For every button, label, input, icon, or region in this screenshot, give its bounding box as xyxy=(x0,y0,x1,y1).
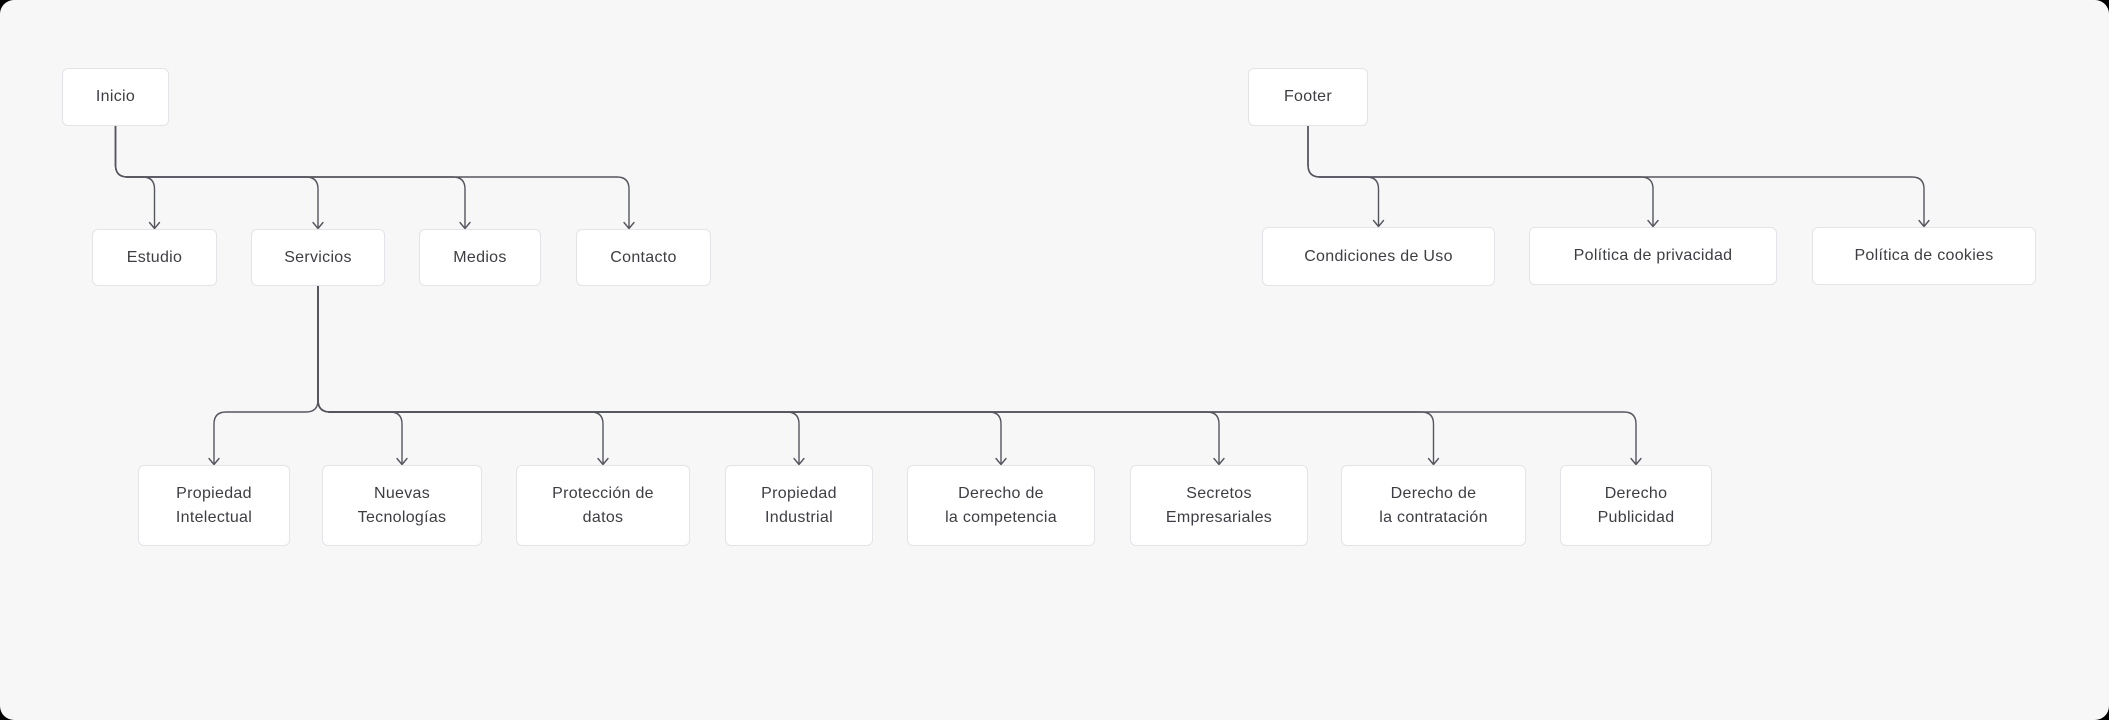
node-label: Derecho de xyxy=(958,484,1044,502)
node-label: Servicios xyxy=(284,248,352,266)
edge-footer-condiciones-uso xyxy=(1307,125,1380,227)
edge-arrowhead-politica-privacidad xyxy=(1647,219,1659,228)
edge-inicio-estudio xyxy=(114,125,156,229)
edge-arrowhead-proteccion-datos xyxy=(597,457,609,466)
edge-footer-politica-privacidad xyxy=(1307,125,1654,227)
edge-servicios-derecho-competencia xyxy=(317,285,1002,465)
node-label: Industrial xyxy=(765,508,833,526)
node-medios[interactable]: Medios xyxy=(419,229,541,286)
edge-servicios-proteccion-datos xyxy=(317,285,604,465)
node-footer[interactable]: Footer xyxy=(1248,68,1368,126)
edge-arrowhead-medios xyxy=(459,221,471,230)
node-label: datos xyxy=(582,508,624,526)
node-label: Derecho de xyxy=(1390,484,1477,502)
edge-footer-politica-cookies xyxy=(1307,125,1925,227)
edge-arrowhead-estudio xyxy=(148,221,161,230)
node-label: Política de cookies xyxy=(1854,247,1994,264)
node-label: Secretos xyxy=(1186,484,1252,502)
node-estudio[interactable]: Estudio xyxy=(92,229,217,286)
edge-inicio-contacto xyxy=(114,125,630,229)
node-label: Footer xyxy=(1283,88,1333,105)
edge-inicio-servicios xyxy=(114,125,319,229)
node-servicios[interactable]: Servicios xyxy=(251,229,385,286)
edge-arrowhead-derecho-publicidad xyxy=(1630,457,1642,466)
node-label: Medios xyxy=(453,248,507,266)
node-label: Intelectual xyxy=(175,508,253,526)
node-politica-privacidad[interactable]: Política de privacidad xyxy=(1529,227,1777,285)
edge-servicios-secretos-empresariales xyxy=(317,285,1220,465)
node-label: Derecho xyxy=(1604,484,1668,502)
edge-arrowhead-nuevas-tecnologias xyxy=(396,457,408,466)
edge-servicios-derecho-contratacion xyxy=(317,285,1435,465)
node-label: Tecnologías xyxy=(357,508,447,526)
node-label: Inicio xyxy=(95,88,136,105)
node-label: Contacto xyxy=(610,248,677,266)
node-condiciones-uso[interactable]: Condiciones de Uso xyxy=(1262,227,1495,286)
edge-arrowhead-politica-cookies xyxy=(1918,219,1930,228)
edge-servicios-derecho-publicidad xyxy=(317,285,1637,465)
edge-arrowhead-derecho-contratacion xyxy=(1427,457,1440,466)
edge-servicios-nuevas-tecnologias xyxy=(317,285,403,465)
node-politica-cookies[interactable]: Política de cookies xyxy=(1812,227,2036,285)
edge-arrowhead-propiedad-industrial xyxy=(793,457,805,466)
edge-arrowhead-derecho-competencia xyxy=(995,457,1007,466)
edge-arrowhead-condiciones-uso xyxy=(1372,219,1385,228)
node-label: Empresariales xyxy=(1165,508,1273,526)
node-label: Propiedad xyxy=(176,484,252,502)
node-proteccion-datos[interactable]: Protección de datos xyxy=(516,465,690,546)
node-label: Estudio xyxy=(126,248,183,266)
edge-servicios-propiedad-industrial xyxy=(317,285,800,465)
node-label: la contratación xyxy=(1379,508,1488,526)
edge-arrowhead-propiedad-intelectual xyxy=(208,457,220,466)
node-label: Publicidad xyxy=(1597,508,1675,526)
node-label: la competencia xyxy=(945,508,1057,526)
node-label: Propiedad xyxy=(761,484,837,502)
edge-arrowhead-secretos-empresariales xyxy=(1213,457,1225,466)
node-inicio[interactable]: Inicio xyxy=(62,68,169,126)
edge-inicio-medios xyxy=(114,125,466,229)
edge-arrowhead-contacto xyxy=(623,221,635,230)
node-label: Política de privacidad xyxy=(1573,247,1733,264)
node-contacto[interactable]: Contacto xyxy=(576,229,711,286)
node-label: Condiciones de Uso xyxy=(1304,247,1453,265)
edge-servicios-propiedad-intelectual xyxy=(213,285,319,465)
node-derecho-contratacion[interactable]: Derecho de la contratación xyxy=(1341,465,1526,546)
node-derecho-competencia[interactable]: Derecho de la competencia xyxy=(907,465,1095,546)
node-label: Nuevas xyxy=(373,484,431,502)
node-label: Protección de xyxy=(552,484,654,502)
edge-arrowhead-servicios xyxy=(312,221,324,230)
